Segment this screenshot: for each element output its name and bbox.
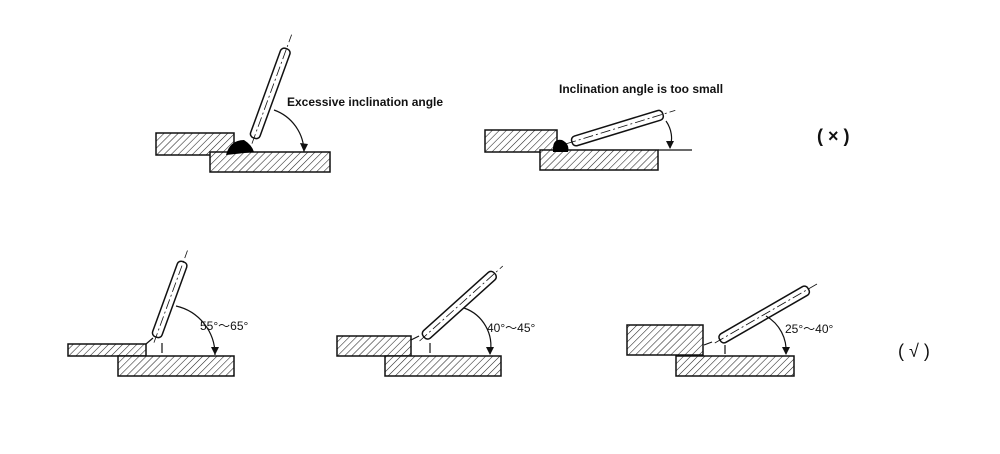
top-plate bbox=[336, 335, 412, 357]
top-plate bbox=[484, 129, 558, 153]
bottom-plate bbox=[209, 151, 331, 173]
arrow-head bbox=[666, 141, 674, 149]
panel-angle-25-40: 25°～40° bbox=[626, 283, 833, 377]
electrode-rod bbox=[566, 109, 676, 147]
angle-range-label: 25°～40° bbox=[785, 322, 833, 336]
wrong-mark: ( × ) bbox=[817, 126, 850, 146]
electrode-rod bbox=[249, 34, 292, 144]
electrode-rod bbox=[419, 265, 504, 342]
top-plate bbox=[67, 343, 147, 357]
panel-angle-55-65: 55°～65° bbox=[67, 250, 248, 377]
panel-excessive-angle: Excessive inclination angle bbox=[155, 34, 443, 173]
arrow-head bbox=[211, 347, 219, 355]
arc-gap-mark bbox=[703, 341, 713, 346]
weld-bead bbox=[552, 139, 569, 152]
panel-angle-40-45: 40°～45° bbox=[336, 265, 535, 377]
bottom-plate bbox=[117, 355, 235, 377]
electrode-rod bbox=[714, 283, 818, 344]
panel-small-angle: Inclination angle is too small bbox=[484, 82, 723, 171]
bottom-plate bbox=[384, 355, 502, 377]
arrow-head bbox=[300, 143, 308, 152]
bottom-plate bbox=[539, 149, 659, 171]
arc-gap-mark bbox=[145, 337, 154, 345]
top-plate bbox=[626, 324, 704, 356]
small-angle-label: Inclination angle is too small bbox=[559, 82, 723, 96]
right-mark: ( √ ) bbox=[898, 341, 930, 361]
excessive-angle-label: Excessive inclination angle bbox=[287, 95, 443, 109]
bottom-plate bbox=[675, 355, 795, 377]
arrow-head bbox=[782, 347, 790, 355]
weld-bead bbox=[226, 140, 254, 155]
angle-range-label: 55°～65° bbox=[200, 319, 248, 333]
angle-range-label: 40°～45° bbox=[487, 321, 535, 335]
arc-gap-mark bbox=[410, 335, 420, 341]
arrow-head bbox=[486, 347, 494, 355]
angle-arc bbox=[273, 109, 305, 153]
electrode-rod bbox=[151, 250, 188, 343]
